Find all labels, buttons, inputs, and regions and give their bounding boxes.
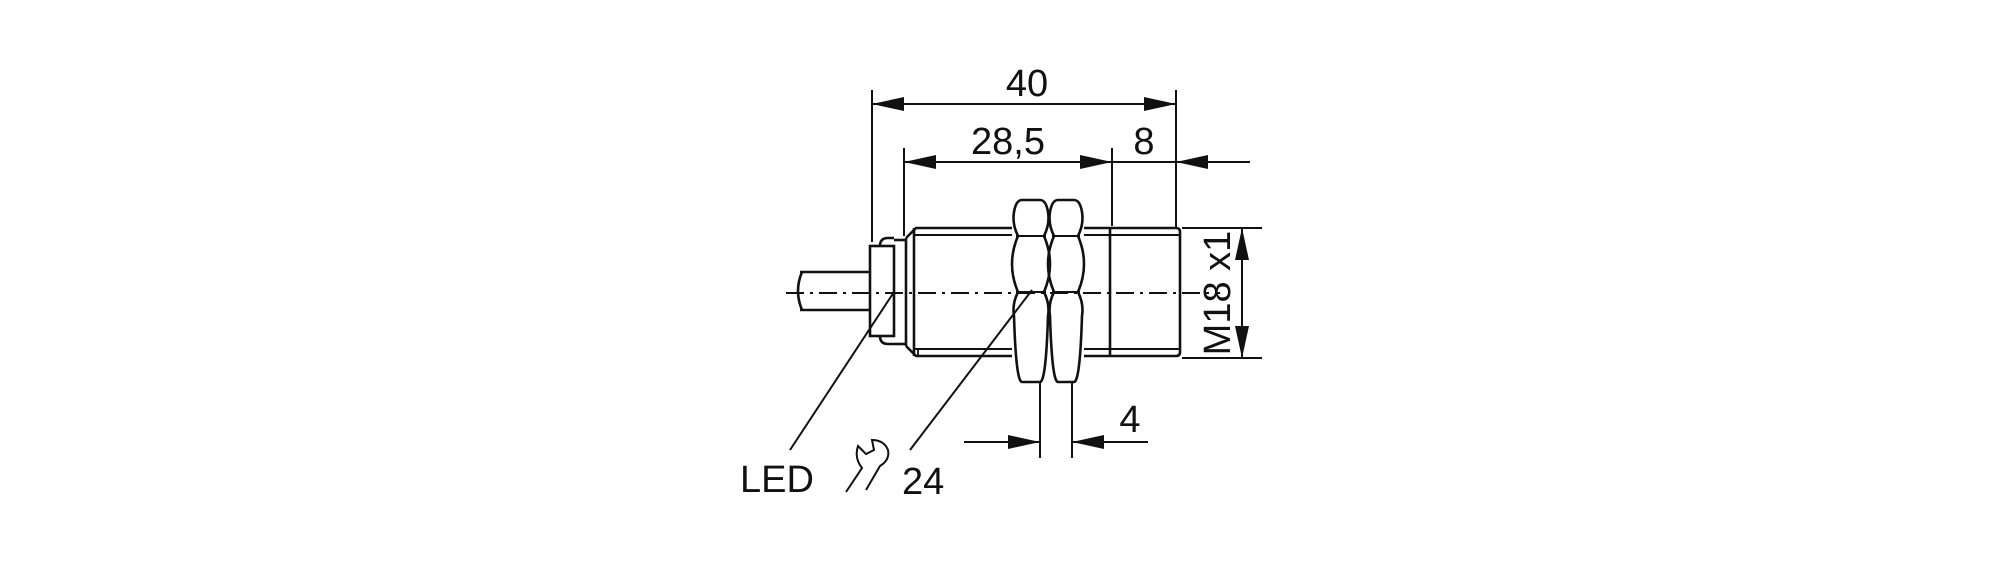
wrench-size-label: 24 — [902, 461, 944, 503]
dimension-thread-size: M18 x1 — [1197, 228, 1249, 358]
cable-gland — [868, 236, 896, 346]
sensing-face — [1110, 226, 1182, 358]
wrench-icon — [845, 438, 890, 493]
dimension-label-m18: M18 x1 — [1197, 231, 1239, 356]
dimension-overall-length: 40 — [872, 63, 1176, 111]
cable — [796, 270, 870, 312]
threaded-housing — [894, 226, 1012, 358]
leader-lines — [789, 289, 1033, 451]
dimension-thread-length: 28,5 — [904, 121, 1112, 169]
dimension-nut-thickness: 4 — [964, 399, 1148, 449]
dimension-label-40: 40 — [1006, 63, 1048, 105]
led-label: LED — [740, 459, 814, 501]
dimension-label-4: 4 — [1119, 399, 1140, 441]
dimension-label-8: 8 — [1133, 121, 1154, 163]
nut-right — [1046, 198, 1086, 384]
dimension-label-28-5: 28,5 — [971, 121, 1045, 163]
dimension-sensing-face-length: 8 — [1112, 121, 1250, 169]
